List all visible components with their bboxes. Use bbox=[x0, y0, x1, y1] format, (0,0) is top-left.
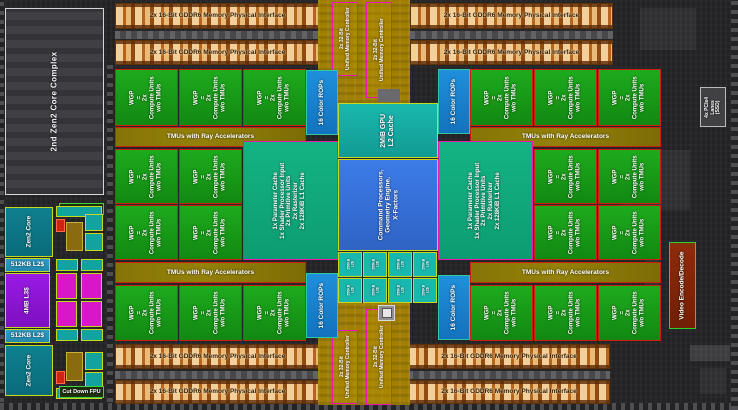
gddr6-phy: 2x 16-Bit GDDR6 Memory Physical Interfac… bbox=[408, 344, 610, 369]
gpu-l2-slice: 256KB L2$ bbox=[388, 252, 412, 277]
cache-cell bbox=[56, 371, 65, 384]
wgp-block: WGP = 2x Compute Units w/o TMUs bbox=[598, 205, 661, 260]
watermark-icon bbox=[378, 305, 395, 321]
wgp-block: WGP = 2x Compute Units w/o TMUs bbox=[598, 69, 661, 126]
die-edge-pads-bottom bbox=[0, 403, 738, 410]
wgp-block: WGP = 2x Compute Units w/o TMUs bbox=[534, 205, 597, 260]
gddr6-phy: 2x 16-Bit GDDR6 Memory Physical Interfac… bbox=[410, 40, 613, 65]
die-edge-pads-right bbox=[731, 0, 738, 410]
cache-cell bbox=[81, 329, 103, 341]
tmu-ray-accelerators-bar: TMUs with Ray Accelerators bbox=[115, 262, 306, 283]
cache-cell bbox=[56, 206, 102, 217]
gddr6-phy: 2x 16-Bit GDDR6 Memory Physical Interfac… bbox=[408, 380, 610, 404]
rops-block: 16 Color ROPs bbox=[306, 70, 338, 135]
wgp-block: WGP = 2x Compute Units w/o TMUs bbox=[598, 149, 661, 204]
cpu-l3: 4MB L3$ bbox=[5, 273, 50, 328]
gpu-l2-cache-block: 2MiB GPU L2 Cache bbox=[338, 103, 438, 158]
shader-array-frontend-block: 1x Parameter Cache 1x Shader Processor I… bbox=[243, 141, 338, 260]
l3-slice-cell bbox=[81, 273, 102, 299]
pcie4-ssd-block: 4x PCIe4 Lanes (SSD) bbox=[700, 87, 726, 127]
rops-block: 16 Color ROPs bbox=[438, 275, 470, 340]
wgp-block: WGP = 2x Compute Units w/o TMUs bbox=[115, 205, 178, 260]
umc-strip: 2x 32-Bit Unified Memory Controller bbox=[366, 2, 392, 98]
zen2-core-bottom: Zen2 Core bbox=[5, 345, 53, 396]
umc-strip: 2x 32-Bit Unified Memory Controller bbox=[366, 309, 392, 405]
zen2-core-complex-2-label: 2nd Zen2 Core Complex bbox=[49, 51, 59, 152]
cache-cell bbox=[56, 259, 78, 271]
die-gap bbox=[115, 31, 320, 39]
gddr6-phy: 2x 16-Bit GDDR6 Memory Physical Interfac… bbox=[115, 40, 320, 65]
cache-cell bbox=[56, 219, 65, 232]
gddr6-phy: 2x 16-Bit GDDR6 Memory Physical Interfac… bbox=[115, 344, 320, 369]
die-gap bbox=[410, 31, 613, 39]
gpu-l2-slice: 256KB L2$ bbox=[413, 252, 437, 277]
wgp-block: WGP = 2x Compute Units w/o TMUs bbox=[598, 285, 661, 341]
wgp-block: WGP = 2x Compute Units w/o TMUs bbox=[243, 285, 306, 341]
cache-cell bbox=[81, 259, 103, 271]
gpu-frontend-block: Command Processors, Geometry Engine, X-F… bbox=[338, 159, 438, 251]
wgp-block: WGP = 2x Compute Units w/o TMUs bbox=[179, 205, 242, 260]
cut-down-fpu-bottom: Cut Down FPU bbox=[59, 386, 104, 398]
zen2-core-complex-2: 2nd Zen2 Core Complex bbox=[5, 8, 104, 195]
gddr6-phy: 2x 16-Bit GDDR6 Memory Physical Interfac… bbox=[115, 3, 320, 29]
die-structure bbox=[700, 368, 726, 394]
wgp-block: WGP = 2x Compute Units w/o TMUs bbox=[179, 149, 242, 204]
cache-cell bbox=[66, 352, 83, 381]
die-gap bbox=[408, 371, 610, 379]
wgp-block: WGP = 2x Compute Units w/o TMUs bbox=[534, 285, 597, 341]
cache-cell bbox=[85, 214, 103, 231]
l3-slice-cell bbox=[81, 301, 102, 327]
gddr6-phy: 2x 16-Bit GDDR6 Memory Physical Interfac… bbox=[115, 380, 320, 404]
cache-cell bbox=[66, 222, 83, 251]
zen2-core-top: Zen2 Core bbox=[5, 207, 53, 257]
tmu-ray-accelerators-bar: TMUs with Ray Accelerators bbox=[470, 262, 661, 283]
gpu-l2-slice: 256KB L2$ bbox=[338, 278, 362, 303]
wgp-block: WGP = 2x Compute Units w/o TMUs bbox=[470, 69, 533, 126]
gpu-l2-slice: 256KB L2$ bbox=[388, 278, 412, 303]
die-gap bbox=[378, 89, 400, 102]
wgp-block: WGP = 2x Compute Units w/o TMUs bbox=[115, 69, 178, 126]
shader-array-frontend-block: 1x Parameter Cache 1x Shader Processor I… bbox=[438, 141, 533, 260]
cache-cell bbox=[85, 233, 103, 251]
cpu-l2-bottom: 512KB L2$ bbox=[5, 329, 50, 343]
cache-cell bbox=[56, 329, 78, 341]
rops-block: 16 Color ROPs bbox=[438, 69, 470, 134]
wgp-block: WGP = 2x Compute Units w/o TMUs bbox=[179, 69, 242, 126]
gddr6-phy: 2x 16-Bit GDDR6 Memory Physical Interfac… bbox=[410, 3, 613, 29]
umc-strip: 2x 32-Bit Unified Memory Controller bbox=[332, 2, 358, 76]
die-structure bbox=[690, 345, 730, 361]
die-inner-pads bbox=[107, 62, 113, 402]
gpu-l2-slice: 256KB L2$ bbox=[363, 278, 387, 303]
gpu-l2-slice: 256KB L2$ bbox=[338, 252, 362, 277]
cache-cell bbox=[85, 352, 103, 370]
gpu-l2-slice: 256KB L2$ bbox=[363, 252, 387, 277]
die-gap bbox=[115, 371, 320, 379]
gpu-l2-slice: 256KB L2$ bbox=[413, 278, 437, 303]
video-encode-decode-block: Video Encode/Decode bbox=[669, 242, 696, 329]
die-edge-pads-left bbox=[0, 0, 4, 402]
wgp-block: WGP = 2x Compute Units w/o TMUs bbox=[470, 285, 533, 341]
l3-slice-cell bbox=[56, 273, 77, 299]
wgp-block: WGP = 2x Compute Units w/o TMUs bbox=[115, 285, 178, 341]
wgp-block: WGP = 2x Compute Units w/o TMUs bbox=[243, 69, 306, 126]
wgp-block: WGP = 2x Compute Units w/o TMUs bbox=[534, 149, 597, 204]
wgp-block: WGP = 2x Compute Units w/o TMUs bbox=[115, 149, 178, 204]
wgp-block: WGP = 2x Compute Units w/o TMUs bbox=[179, 285, 242, 341]
die-structure bbox=[640, 8, 696, 50]
wgp-block: WGP = 2x Compute Units w/o TMUs bbox=[534, 69, 597, 126]
rops-block: 16 Color ROPs bbox=[306, 273, 338, 338]
umc-strip: 2x 32-Bit Unified Memory Controller bbox=[332, 330, 358, 404]
l3-slice-cell bbox=[56, 301, 77, 327]
cpu-l2-top: 512KB L2$ bbox=[5, 258, 50, 272]
